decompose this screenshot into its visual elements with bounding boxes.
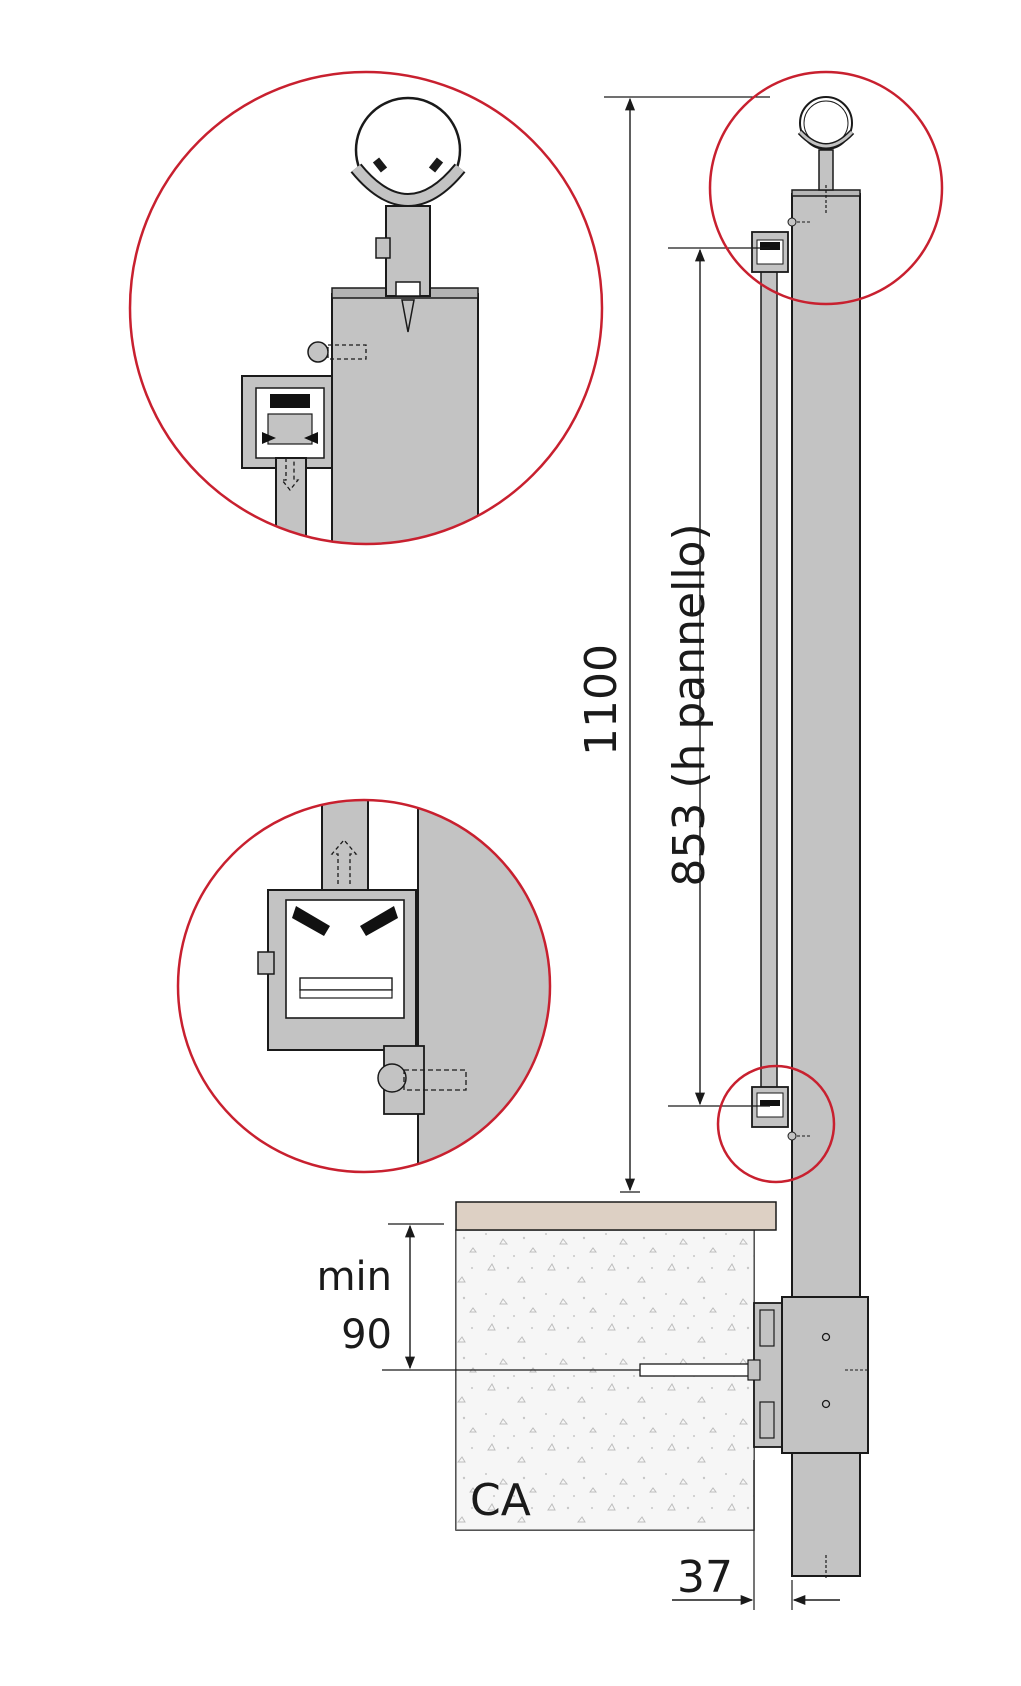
main-elevation — [455, 96, 869, 1580]
concrete-slab-tint — [456, 1230, 754, 1530]
detail-bottom — [176, 798, 552, 1174]
concrete-slab — [455, 1229, 755, 1531]
dimensions — [382, 96, 840, 1610]
label-concrete: CA — [470, 1475, 531, 1526]
label-panel-height: 853 (h pannello) — [664, 523, 715, 886]
label-min-value: 90 — [341, 1312, 392, 1358]
label-offset: 37 — [677, 1552, 733, 1603]
floor-screed — [455, 1201, 777, 1231]
label-min: min — [317, 1254, 392, 1300]
base-bracket — [781, 1296, 869, 1454]
detail-top — [128, 70, 604, 546]
anchor-bolt — [639, 1363, 757, 1377]
callout-bottom — [716, 1064, 836, 1184]
glass-panel — [760, 247, 778, 1097]
label-total-height: 1100 — [576, 644, 627, 756]
callout-top — [708, 70, 944, 306]
